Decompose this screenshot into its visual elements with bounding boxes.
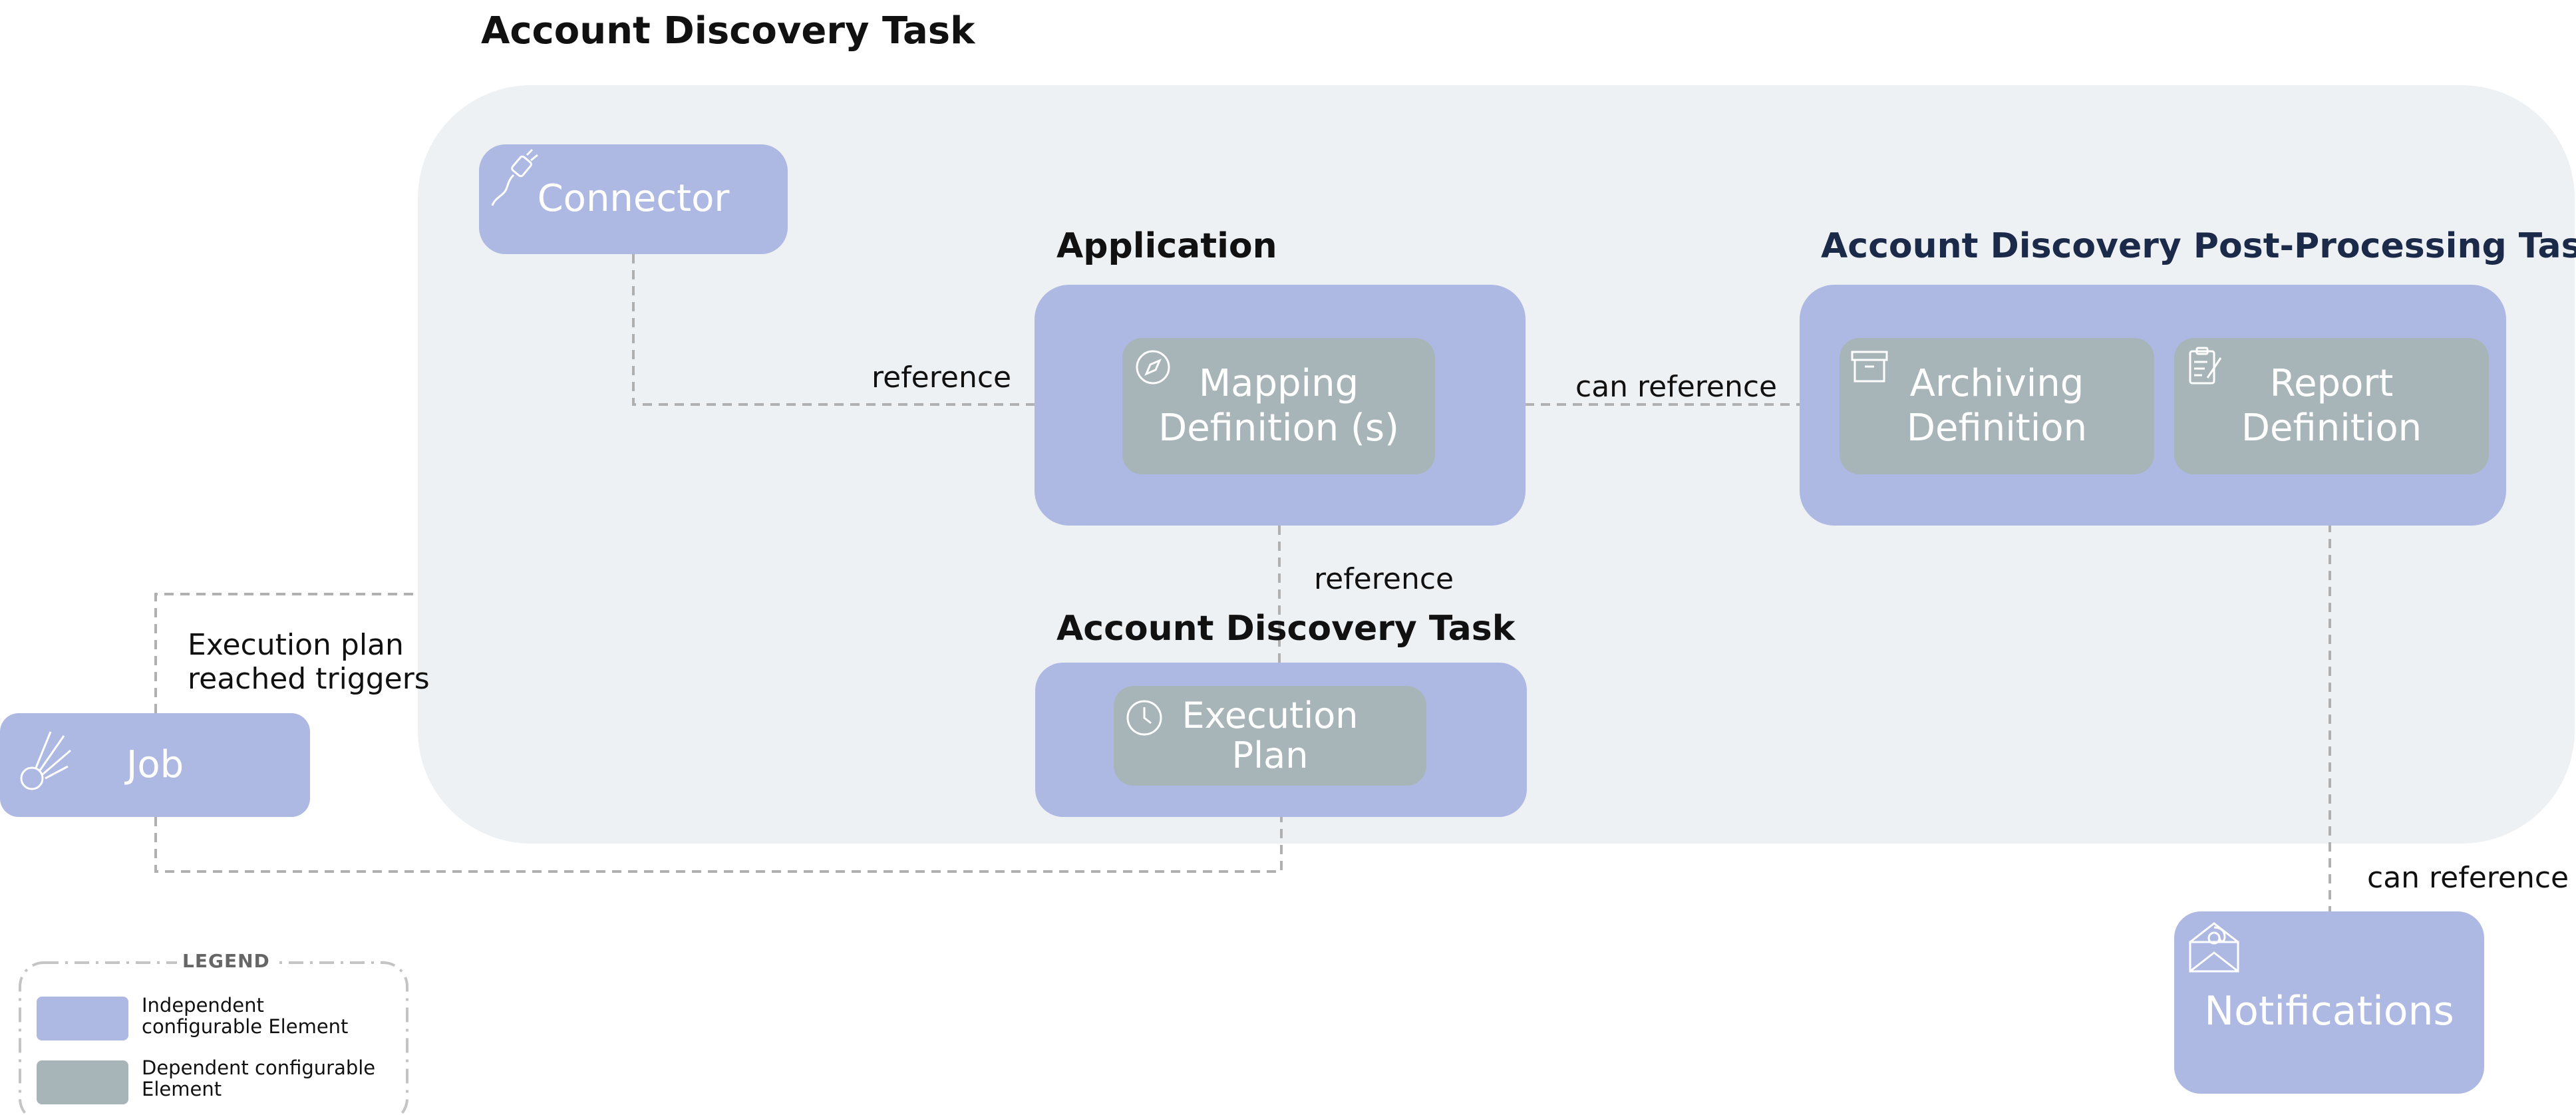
- edge-job-frame: [154, 593, 418, 713]
- application-title: Application: [1056, 226, 1277, 266]
- compass-icon: [1136, 350, 1170, 385]
- execution-plan-node[interactable]: Execution Plan: [1114, 686, 1426, 786]
- edge-connector-application: [632, 254, 1035, 406]
- mapping-definition-label: Mapping Definition (s): [1158, 362, 1399, 450]
- mapping-definition-node[interactable]: Mapping Definition (s): [1122, 338, 1435, 474]
- edge-label-application-postprocessing: can reference: [1575, 370, 1778, 404]
- legend-border: [19, 961, 408, 1115]
- application-node[interactable]: Mapping Definition (s): [1035, 285, 1526, 526]
- edge-label-job-trigger: Execution plan reached triggers: [188, 628, 430, 697]
- legend-text-dependent: Dependent configurable Element: [142, 1056, 376, 1100]
- legend-text-independent: Independent configurable Element: [142, 994, 349, 1038]
- comet-icon: [20, 731, 71, 790]
- execution-container-node[interactable]: Execution Plan: [1035, 663, 1527, 817]
- edge-label-connector-application: reference: [872, 361, 1012, 395]
- execution-plan-label: Execution Plan: [1182, 694, 1359, 776]
- envelope-at-icon: [2189, 922, 2239, 973]
- report-definition-label: Report Definition: [2241, 362, 2422, 450]
- legend-swatch-independent: [37, 997, 128, 1040]
- plug-icon: [491, 148, 538, 206]
- archive-box-icon: [1851, 351, 1888, 383]
- edge-label-report-notifications: can reference: [2367, 861, 2569, 895]
- connector-node[interactable]: Connector: [479, 144, 788, 254]
- notifications-node[interactable]: Notifications: [2174, 911, 2484, 1094]
- report-definition-node[interactable]: Report Definition: [2174, 338, 2489, 474]
- legend-swatch-dependent: [37, 1060, 128, 1104]
- post-processing-node[interactable]: Archiving Definition Report Definition: [1800, 285, 2506, 526]
- clock-icon: [1126, 700, 1162, 736]
- edge-label-mapping-execution: reference: [1314, 562, 1454, 596]
- legend-title: LEGEND: [177, 950, 275, 972]
- main-title: Account Discovery Task: [481, 9, 975, 53]
- job-node[interactable]: Job: [0, 713, 310, 817]
- job-label: Job: [126, 742, 184, 786]
- connector-label: Connector: [537, 177, 730, 221]
- notifications-label: Notifications: [2204, 987, 2454, 1035]
- account-discovery-subtitle: Account Discovery Task: [1056, 609, 1516, 649]
- edge-job-execution: [154, 817, 1283, 873]
- post-processing-title: Account Discovery Post-Processing Task: [1821, 226, 2576, 266]
- archiving-definition-node[interactable]: Archiving Definition: [1840, 338, 2154, 474]
- clipboard-pen-icon: [2189, 347, 2222, 385]
- archiving-definition-label: Archiving Definition: [1906, 362, 2088, 450]
